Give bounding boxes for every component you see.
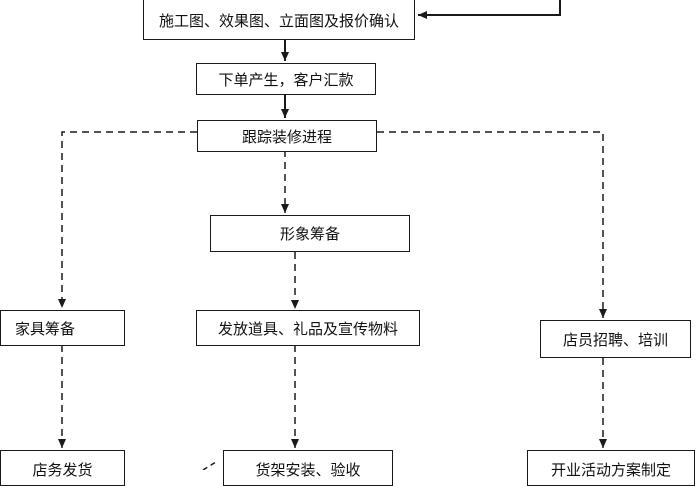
flowchart-connectors — [58, 0, 607, 470]
node-order-payment: 下单产生，客户汇款 — [196, 63, 376, 95]
node-furniture-prep: 家具筹备 — [0, 310, 125, 346]
node-opening-plan: 开业活动方案制定 — [527, 450, 695, 486]
node-construction-drawings: 施工图、效果图、立面图及报价确认 — [143, 0, 415, 40]
node-store-shipping: 店务发货 — [0, 450, 125, 486]
node-props-materials: 发放道具、礼品及宣传物料 — [196, 310, 420, 346]
node-track-progress: 跟踪装修进程 — [197, 120, 377, 152]
node-image-prep: 形象筹备 — [210, 215, 410, 252]
connector-tracking-to-furniture — [58, 131, 197, 308]
connector-shelf-fragment — [202, 461, 217, 470]
connector-tracking-to-staff — [377, 131, 607, 318]
feedback-connector — [418, 0, 561, 19]
node-staff-recruit: 店员招聘、培训 — [540, 320, 691, 358]
node-shelf-install: 货架安装、验收 — [223, 450, 393, 486]
